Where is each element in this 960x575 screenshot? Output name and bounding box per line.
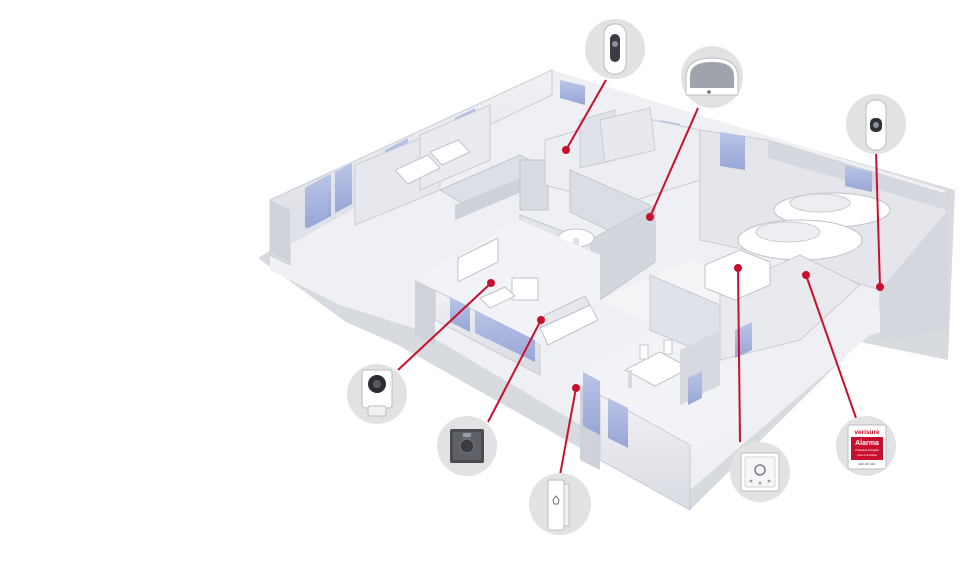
connector-alarm-sign <box>805 274 857 419</box>
connector-indoor-camera <box>397 282 492 371</box>
sign-title: Alarma <box>855 440 879 447</box>
device-alarm-sign[interactable]: verisure Alarma Propiedad protegida Avis… <box>836 416 896 476</box>
sign-phone: 900 101 101 <box>859 462 876 466</box>
device-smoke-detector[interactable] <box>437 416 497 476</box>
device-central-unit[interactable] <box>681 46 743 108</box>
pir-photo-detector-icon <box>603 23 627 75</box>
sign-brand: verisure <box>854 429 880 436</box>
living-room <box>415 220 600 376</box>
sign-line2: Aviso a la Policía <box>857 453 877 457</box>
sign-line1: Propiedad protegida <box>855 448 879 452</box>
device-motion-camera-hallway[interactable] <box>585 19 645 79</box>
dot-central-unit <box>646 213 654 221</box>
alarm-panel-icon <box>685 57 739 96</box>
dot-door-sensor <box>572 384 580 392</box>
pir-photo-detector-icon <box>865 99 887 151</box>
connector-door-sensor <box>559 387 577 476</box>
device-keypad[interactable] <box>730 442 790 502</box>
connector-motion-camera-hallway <box>565 79 607 151</box>
camera-icon <box>361 369 393 417</box>
dot-alarm-sign <box>802 271 810 279</box>
connector-central-unit <box>649 107 699 218</box>
shock-sensor-icon <box>547 479 570 531</box>
connector-keypad <box>737 267 741 443</box>
alarm-sign-icon: verisure Alarma Propiedad protegida Avis… <box>847 424 887 470</box>
connector-smoke-detector <box>487 319 542 423</box>
dot-motion-camera-hallway <box>562 146 570 154</box>
device-indoor-camera[interactable] <box>347 364 407 424</box>
device-door-sensor[interactable] <box>529 473 591 535</box>
dining-room <box>575 249 861 511</box>
connector-motion-camera-garage <box>875 151 881 288</box>
keypad-icon <box>740 452 780 492</box>
detector-module-icon <box>450 429 484 463</box>
connector-lines <box>397 79 881 476</box>
dot-motion-camera-garage <box>876 283 884 291</box>
connector-dots <box>487 146 884 392</box>
dot-keypad <box>734 264 742 272</box>
left-wing <box>269 69 585 266</box>
dot-indoor-camera <box>487 279 495 287</box>
device-motion-camera-garage[interactable] <box>846 94 906 154</box>
dot-smoke-detector <box>537 316 545 324</box>
